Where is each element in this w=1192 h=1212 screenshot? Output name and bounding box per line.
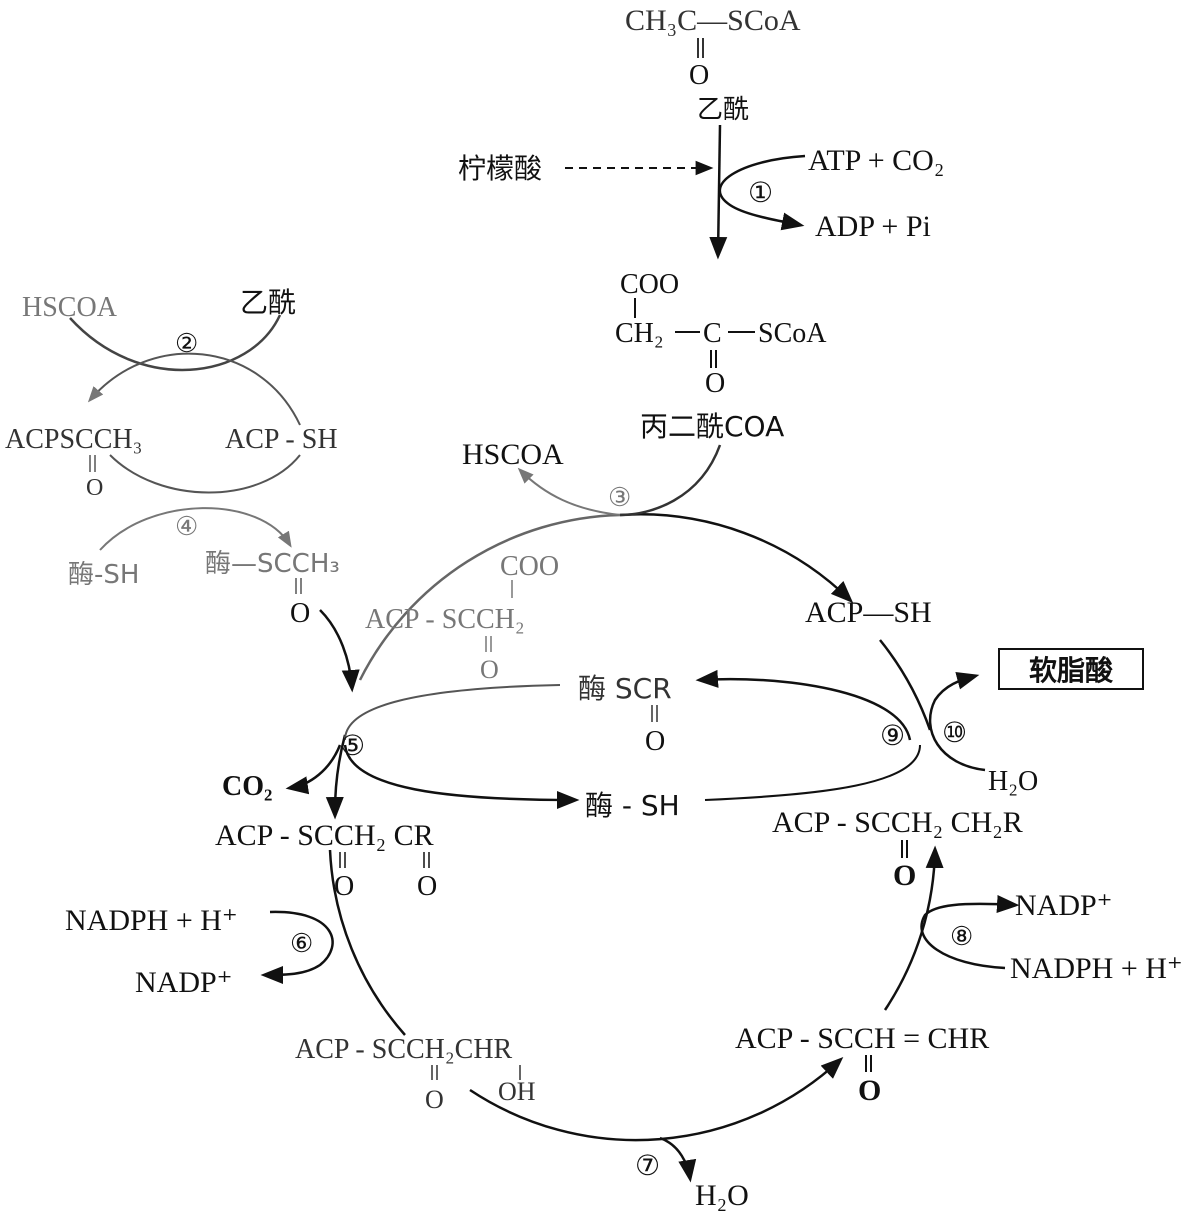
step1-input: ATP + CO₂ <box>808 144 944 177</box>
acetyl-name: 乙酰 <box>697 95 749 125</box>
cycle-arc-right-lower <box>883 845 944 1011</box>
enzyme-sh-middle: 酶 - SH <box>585 789 680 822</box>
cycle-arc-right-upper <box>879 639 932 731</box>
step7-number: ⑦ <box>635 1151 660 1182</box>
ellipse-bottom-left-arc <box>343 744 580 809</box>
acyl-acp-o: O <box>893 859 916 892</box>
enoyl-o: O <box>858 1074 881 1107</box>
step8-output: NADP⁺ <box>1015 889 1113 922</box>
step2-lower-crossing <box>109 454 301 494</box>
step2-arc-upper <box>69 314 282 372</box>
acyl-acp-formula: ACP - SCCH₂ CH₂R <box>772 806 1023 839</box>
step7-water-arrow <box>659 1136 697 1183</box>
enzyme-scr-o: O <box>645 726 665 757</box>
malonyl-chain: CH₂ <box>615 318 664 349</box>
step9-number: ⑨ <box>880 721 905 752</box>
cycle-arc-left-lower <box>328 849 406 1036</box>
ellipse-bottom-right-arc <box>704 744 921 801</box>
acp-acetyl: ACPSCCH₃ <box>5 424 142 455</box>
step4-number: ④ <box>175 512 198 541</box>
acp-malonyl-o: O <box>480 655 499 684</box>
step6-input: NADPH + H⁺ <box>65 904 238 937</box>
cycle-arc-top-left <box>358 513 621 681</box>
step8-input: NADPH + H⁺ <box>1010 952 1183 985</box>
step10-number: ⑩ <box>942 718 967 749</box>
malonyl-carboxyl: COO <box>620 269 679 300</box>
acp-malonyl-formula: ACP - SCCH₂ <box>365 604 525 635</box>
malonyl-scoa: SCoA <box>758 318 827 349</box>
enzyme-acetyl-o: O <box>290 598 310 629</box>
malonyl-carbon: C <box>703 318 722 349</box>
malonyl-coa-name: 丙二酰COA <box>640 410 784 443</box>
cycle-arc-top-right <box>619 513 854 604</box>
hydroxyacyl-oh: OH <box>498 1077 536 1106</box>
step1-output: ADP + Pi <box>815 210 931 243</box>
step2-hscoa: HSCOA <box>22 292 118 323</box>
step3-hscoa: HSCOA <box>462 438 564 471</box>
ketoacyl-o2: O <box>417 871 437 902</box>
enzyme-scr: 酶 SCR <box>578 672 672 705</box>
enzyme-acetyl: 酶—SCCH₃ <box>205 549 340 579</box>
step2-number: ② <box>175 329 198 358</box>
enzyme-acetyl-to-cycle <box>319 609 360 693</box>
step2-arc-lower <box>87 352 301 426</box>
ketoacyl-o1: O <box>334 871 354 902</box>
hydroxyacyl-o: O <box>425 1085 444 1114</box>
hydroxyacyl-formula: ACP - SCCH₂CHR <box>295 1034 513 1065</box>
co2-release-arrow <box>285 744 342 795</box>
step3-hscoa-arc <box>517 467 621 516</box>
step5-co2: CO₂ <box>222 771 272 802</box>
step4-arc <box>99 507 292 551</box>
ellipse-top-arc <box>695 669 912 741</box>
acp-malonyl-carboxyl: COO <box>500 551 559 582</box>
step7-water: H₂O <box>695 1179 749 1212</box>
step8-curve <box>920 895 1020 970</box>
acp-acetyl-o: O <box>86 475 103 501</box>
step3-number: ③ <box>608 483 631 512</box>
citrate-label: 柠檬酸 <box>458 152 542 185</box>
step1-curve <box>718 154 806 231</box>
acp-sh-right: ACP—SH <box>805 596 932 629</box>
step6-output: NADP⁺ <box>135 966 233 999</box>
ellipse-top-left-arc <box>344 684 561 741</box>
malonyl-coa-to-step3 <box>619 444 722 517</box>
step6-curve <box>260 910 334 984</box>
cycle-arc-left <box>325 734 347 820</box>
step2-acetyl: 乙酰 <box>240 286 296 319</box>
step8-number: ⑧ <box>950 922 973 951</box>
acetyl-coa-formula: CH₃C—SCoA <box>625 4 801 37</box>
step10-curve <box>928 671 986 772</box>
palmitic-acid-box: 软脂酸 <box>998 648 1144 690</box>
step5-number: ⑤ <box>340 731 365 762</box>
enoyl-formula: ACP - SCCH = CHR <box>735 1022 989 1055</box>
acetyl-carbonyl-o: O <box>689 60 709 91</box>
step1-number: ① <box>748 178 773 209</box>
step6-number: ⑥ <box>290 929 313 958</box>
enzyme-sh-left: 酶-SH <box>68 560 139 590</box>
step10-water: H₂O <box>988 766 1038 797</box>
ketoacyl-formula: ACP - SCCH₂ CR <box>215 819 434 852</box>
malonyl-carbonyl-o: O <box>705 368 725 399</box>
step2-acp-sh: ACP - SH <box>225 424 338 455</box>
